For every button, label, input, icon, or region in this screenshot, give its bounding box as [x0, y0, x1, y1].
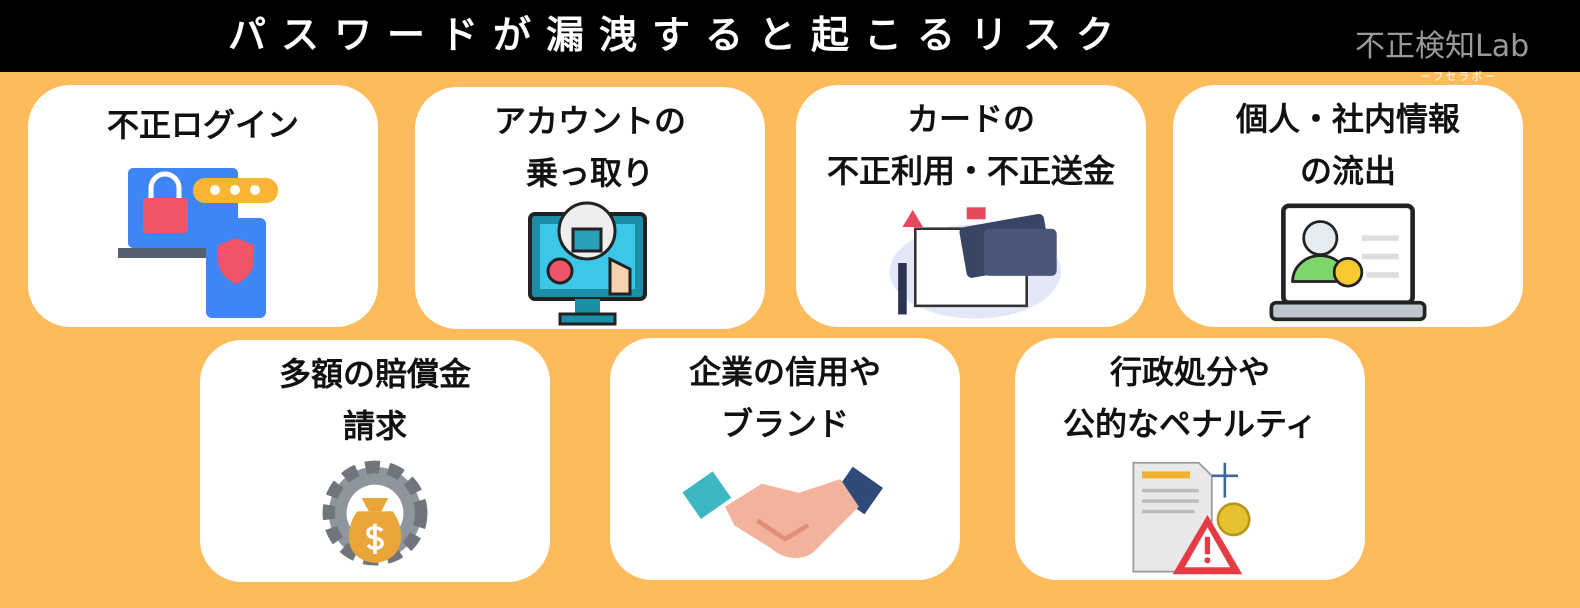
credit-card-icon — [889, 207, 1061, 319]
risk-card-card-fraud: カードの 不正利用・不正送金 — [796, 85, 1146, 327]
risk-card-account-takeover: アカウントの 乗っ取り — [415, 87, 765, 329]
monitor-lock-icon — [528, 201, 647, 326]
risk-label: 多額の賠償金 請求 — [278, 355, 471, 445]
logo-subtitle: ーフセラボー — [1420, 70, 1498, 83]
risk-label: カードの 不正利用・不正送金 — [826, 100, 1115, 190]
risk-card-compensation: 多額の賠償金 請求 — [200, 340, 550, 582]
handshake-icon — [682, 466, 883, 558]
title-bar: パスワードが漏洩すると起こるリスク 不正検知Lab ーフセラボー — [0, 0, 1580, 83]
logo: 不正検知Lab — [1355, 29, 1530, 64]
risk-label: 不正ログイン — [106, 106, 299, 144]
risk-card-penalty: 行政処分や 公的なペナルティ — [1015, 338, 1365, 580]
risk-label: 個人・社内情報 の流出 — [1235, 100, 1460, 190]
laptop-lock-icon — [118, 168, 278, 318]
risk-label: 企業の信用や ブランド — [688, 353, 881, 443]
risk-card-unauthorized-login: 不正ログイン — [28, 85, 378, 327]
document-warning-icon — [1132, 461, 1251, 575]
money-bag-gear-icon — [322, 460, 428, 566]
page-title: パスワードが漏洩すると起こるリスク — [228, 13, 1130, 57]
user-data-leak-icon — [1269, 203, 1427, 322]
risk-card-data-leak: 個人・社内情報 の流出 — [1173, 85, 1523, 327]
risk-label: アカウントの 乗っ取り — [493, 102, 686, 192]
risk-card-brand-trust: 企業の信用や ブランド — [610, 338, 960, 580]
risk-label: 行政処分や 公的なペナルティ — [1062, 353, 1318, 443]
